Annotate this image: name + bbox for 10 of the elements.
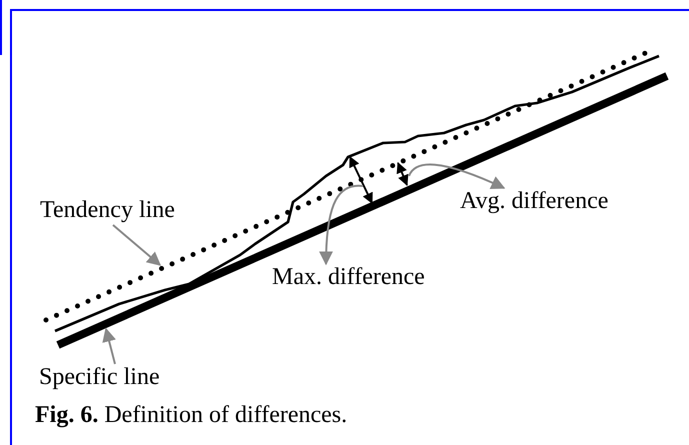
leader-line: [112, 224, 162, 266]
leader-line: [319, 184, 364, 266]
double-arrow: [349, 156, 373, 204]
figure-caption: Fig. 6. Definition of differences.: [35, 402, 348, 430]
callout-label: Avg. difference: [460, 188, 608, 216]
callout-label: Specific line: [39, 364, 160, 392]
callout-label: Tendency line: [40, 197, 175, 225]
leader-line: [408, 164, 506, 190]
callout-label: Max. difference: [272, 264, 425, 292]
leader-line: [102, 328, 116, 364]
